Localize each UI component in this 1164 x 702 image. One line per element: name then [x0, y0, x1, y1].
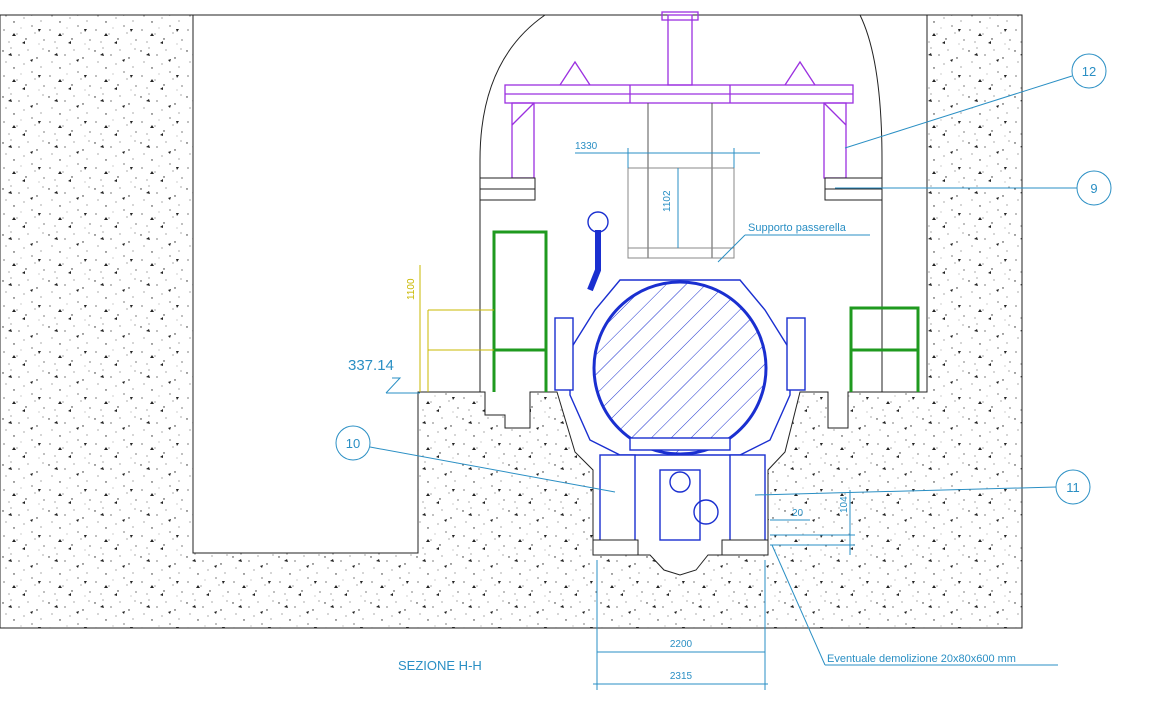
dim-1330: 1330 — [575, 141, 598, 152]
yellow-dimension — [419, 265, 494, 392]
walkway-support-label: Supporto passerella — [748, 222, 847, 234]
railing-left — [492, 230, 548, 392]
dim-2315: 2315 — [670, 671, 693, 682]
base-plates — [592, 539, 769, 556]
level-label: 337.14 — [348, 357, 394, 374]
callout-11: 11 — [1055, 469, 1091, 505]
railing-right — [849, 306, 920, 392]
dim-20: 20 — [792, 508, 804, 519]
callout-10-label: 10 — [346, 436, 360, 451]
dimension-lines — [385, 148, 1058, 690]
callout-12: 12 — [1071, 53, 1107, 89]
concrete-structure — [0, 14, 1023, 629]
callout-9: 9 — [1076, 170, 1112, 206]
demolition-note: Eventuale demolizione 20x80x600 mm — [827, 653, 1016, 665]
crane-frame — [504, 11, 854, 179]
callout-10: 10 — [335, 425, 371, 461]
walkway-shaft — [627, 103, 735, 259]
dim-2200: 2200 — [670, 639, 693, 650]
crane-supports — [479, 177, 883, 201]
section-title: SEZIONE H-H — [398, 658, 482, 673]
callout-11-label: 11 — [1066, 480, 1080, 495]
dim-1100: 1100 — [406, 278, 417, 300]
valve-body — [554, 211, 806, 546]
callout-leaders — [369, 75, 1077, 496]
callout-9-label: 9 — [1090, 181, 1097, 196]
dim-1102: 1102 — [662, 190, 673, 212]
callout-12-label: 12 — [1082, 64, 1096, 79]
dim-104: 104 — [839, 496, 850, 513]
